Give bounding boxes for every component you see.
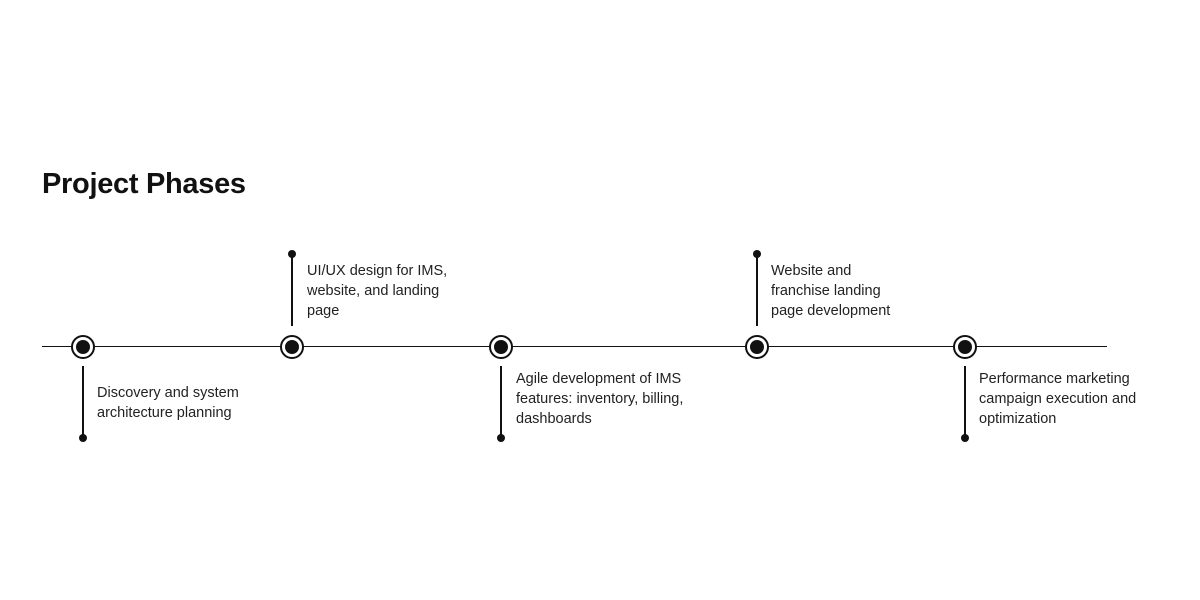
phase-4-label: Website and franchise landing page devel…	[771, 261, 890, 321]
phase-2-connector	[291, 256, 293, 326]
phase-4-node	[745, 335, 769, 359]
phase-2-label-line-2: website, and landing	[307, 283, 440, 299]
phase-3-connector	[500, 366, 502, 436]
phase-5-node	[953, 335, 977, 359]
phase-4-connector	[756, 256, 758, 326]
phase-1-node	[71, 335, 95, 359]
phase-3-label-line-1: Agile development of IMS	[516, 371, 682, 387]
phase-5-end-dot	[961, 434, 969, 442]
phase-3-label-line-3: dashboards	[516, 411, 592, 427]
phase-2-label: UI/UX design for IMS, website, and landi…	[307, 261, 447, 321]
phase-4-label-line-2: franchise landing	[771, 283, 881, 299]
phase-5-label: Performance marketing campaign execution…	[979, 369, 1136, 429]
phase-3-end-dot	[497, 434, 505, 442]
phase-3-node	[489, 335, 513, 359]
phase-1-connector	[82, 366, 84, 436]
phase-1-label-line-2: architecture planning	[97, 405, 232, 421]
phase-2-node	[280, 335, 304, 359]
phase-1-label-line-1: Discovery and system	[97, 385, 239, 401]
phase-2-end-dot	[288, 250, 296, 258]
phase-2-label-line-3: page	[307, 303, 340, 319]
phase-5-label-line-1: Performance marketing	[979, 371, 1130, 387]
phase-4-label-line-1: Website and	[771, 263, 852, 279]
timeline-line	[42, 346, 1107, 347]
phase-5-label-line-3: optimization	[979, 411, 1057, 427]
page-title: Project Phases	[42, 168, 246, 200]
phase-1-label: Discovery and system architecture planni…	[97, 383, 239, 423]
phase-3-label-line-2: features: inventory, billing,	[516, 391, 684, 407]
phase-4-end-dot	[753, 250, 761, 258]
phase-2-label-line-1: UI/UX design for IMS,	[307, 263, 448, 279]
phase-4-label-line-3: page development	[771, 303, 891, 319]
phase-3-label: Agile development of IMS features: inven…	[516, 369, 683, 429]
phase-5-label-line-2: campaign execution and	[979, 391, 1137, 407]
phase-1-end-dot	[79, 434, 87, 442]
phase-5-connector	[964, 366, 966, 436]
